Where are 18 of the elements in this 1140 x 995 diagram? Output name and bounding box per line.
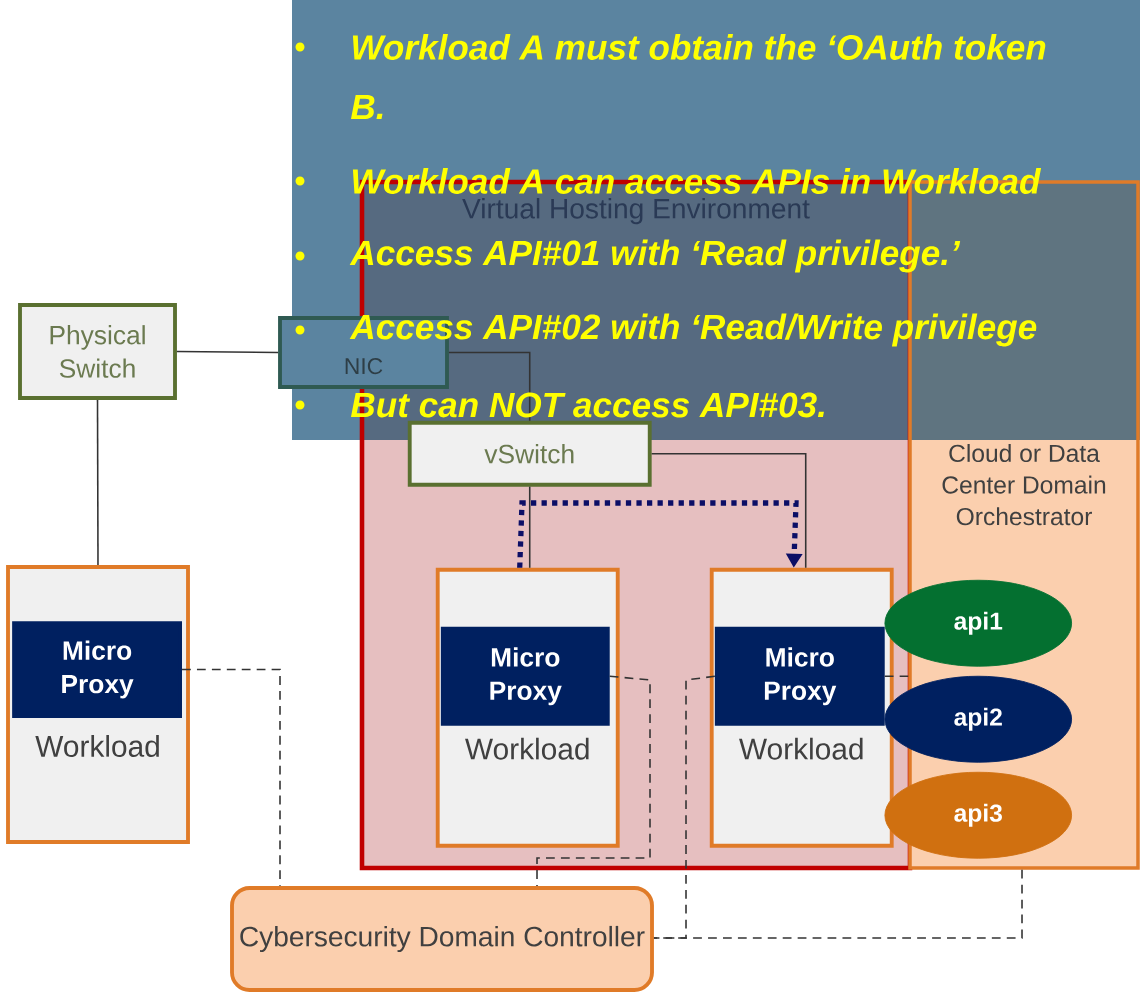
connector-line <box>650 452 807 569</box>
bullet-text: Workload A must obtain the ‘OAuth token <box>352 34 1046 60</box>
proxy-box: Micro Proxy <box>440 626 610 726</box>
connector-line <box>448 351 531 422</box>
connector-line <box>883 675 910 678</box>
connector-line <box>653 868 1023 939</box>
connector-line <box>536 675 651 887</box>
proxy-box: Micro Proxy <box>12 621 182 718</box>
connector-line <box>176 350 279 354</box>
connector-line <box>528 485 531 569</box>
switch-box: vSwitch <box>407 420 652 487</box>
connector-line <box>96 399 99 566</box>
arrow <box>517 500 803 568</box>
connector-line <box>181 668 281 887</box>
switch-box: Physical Switch <box>18 303 177 400</box>
bullet-text: B. <box>350 94 383 120</box>
proxy-box: Micro Proxy <box>714 626 885 726</box>
controller-box: Cybersecurity Domain Controller <box>230 886 654 992</box>
